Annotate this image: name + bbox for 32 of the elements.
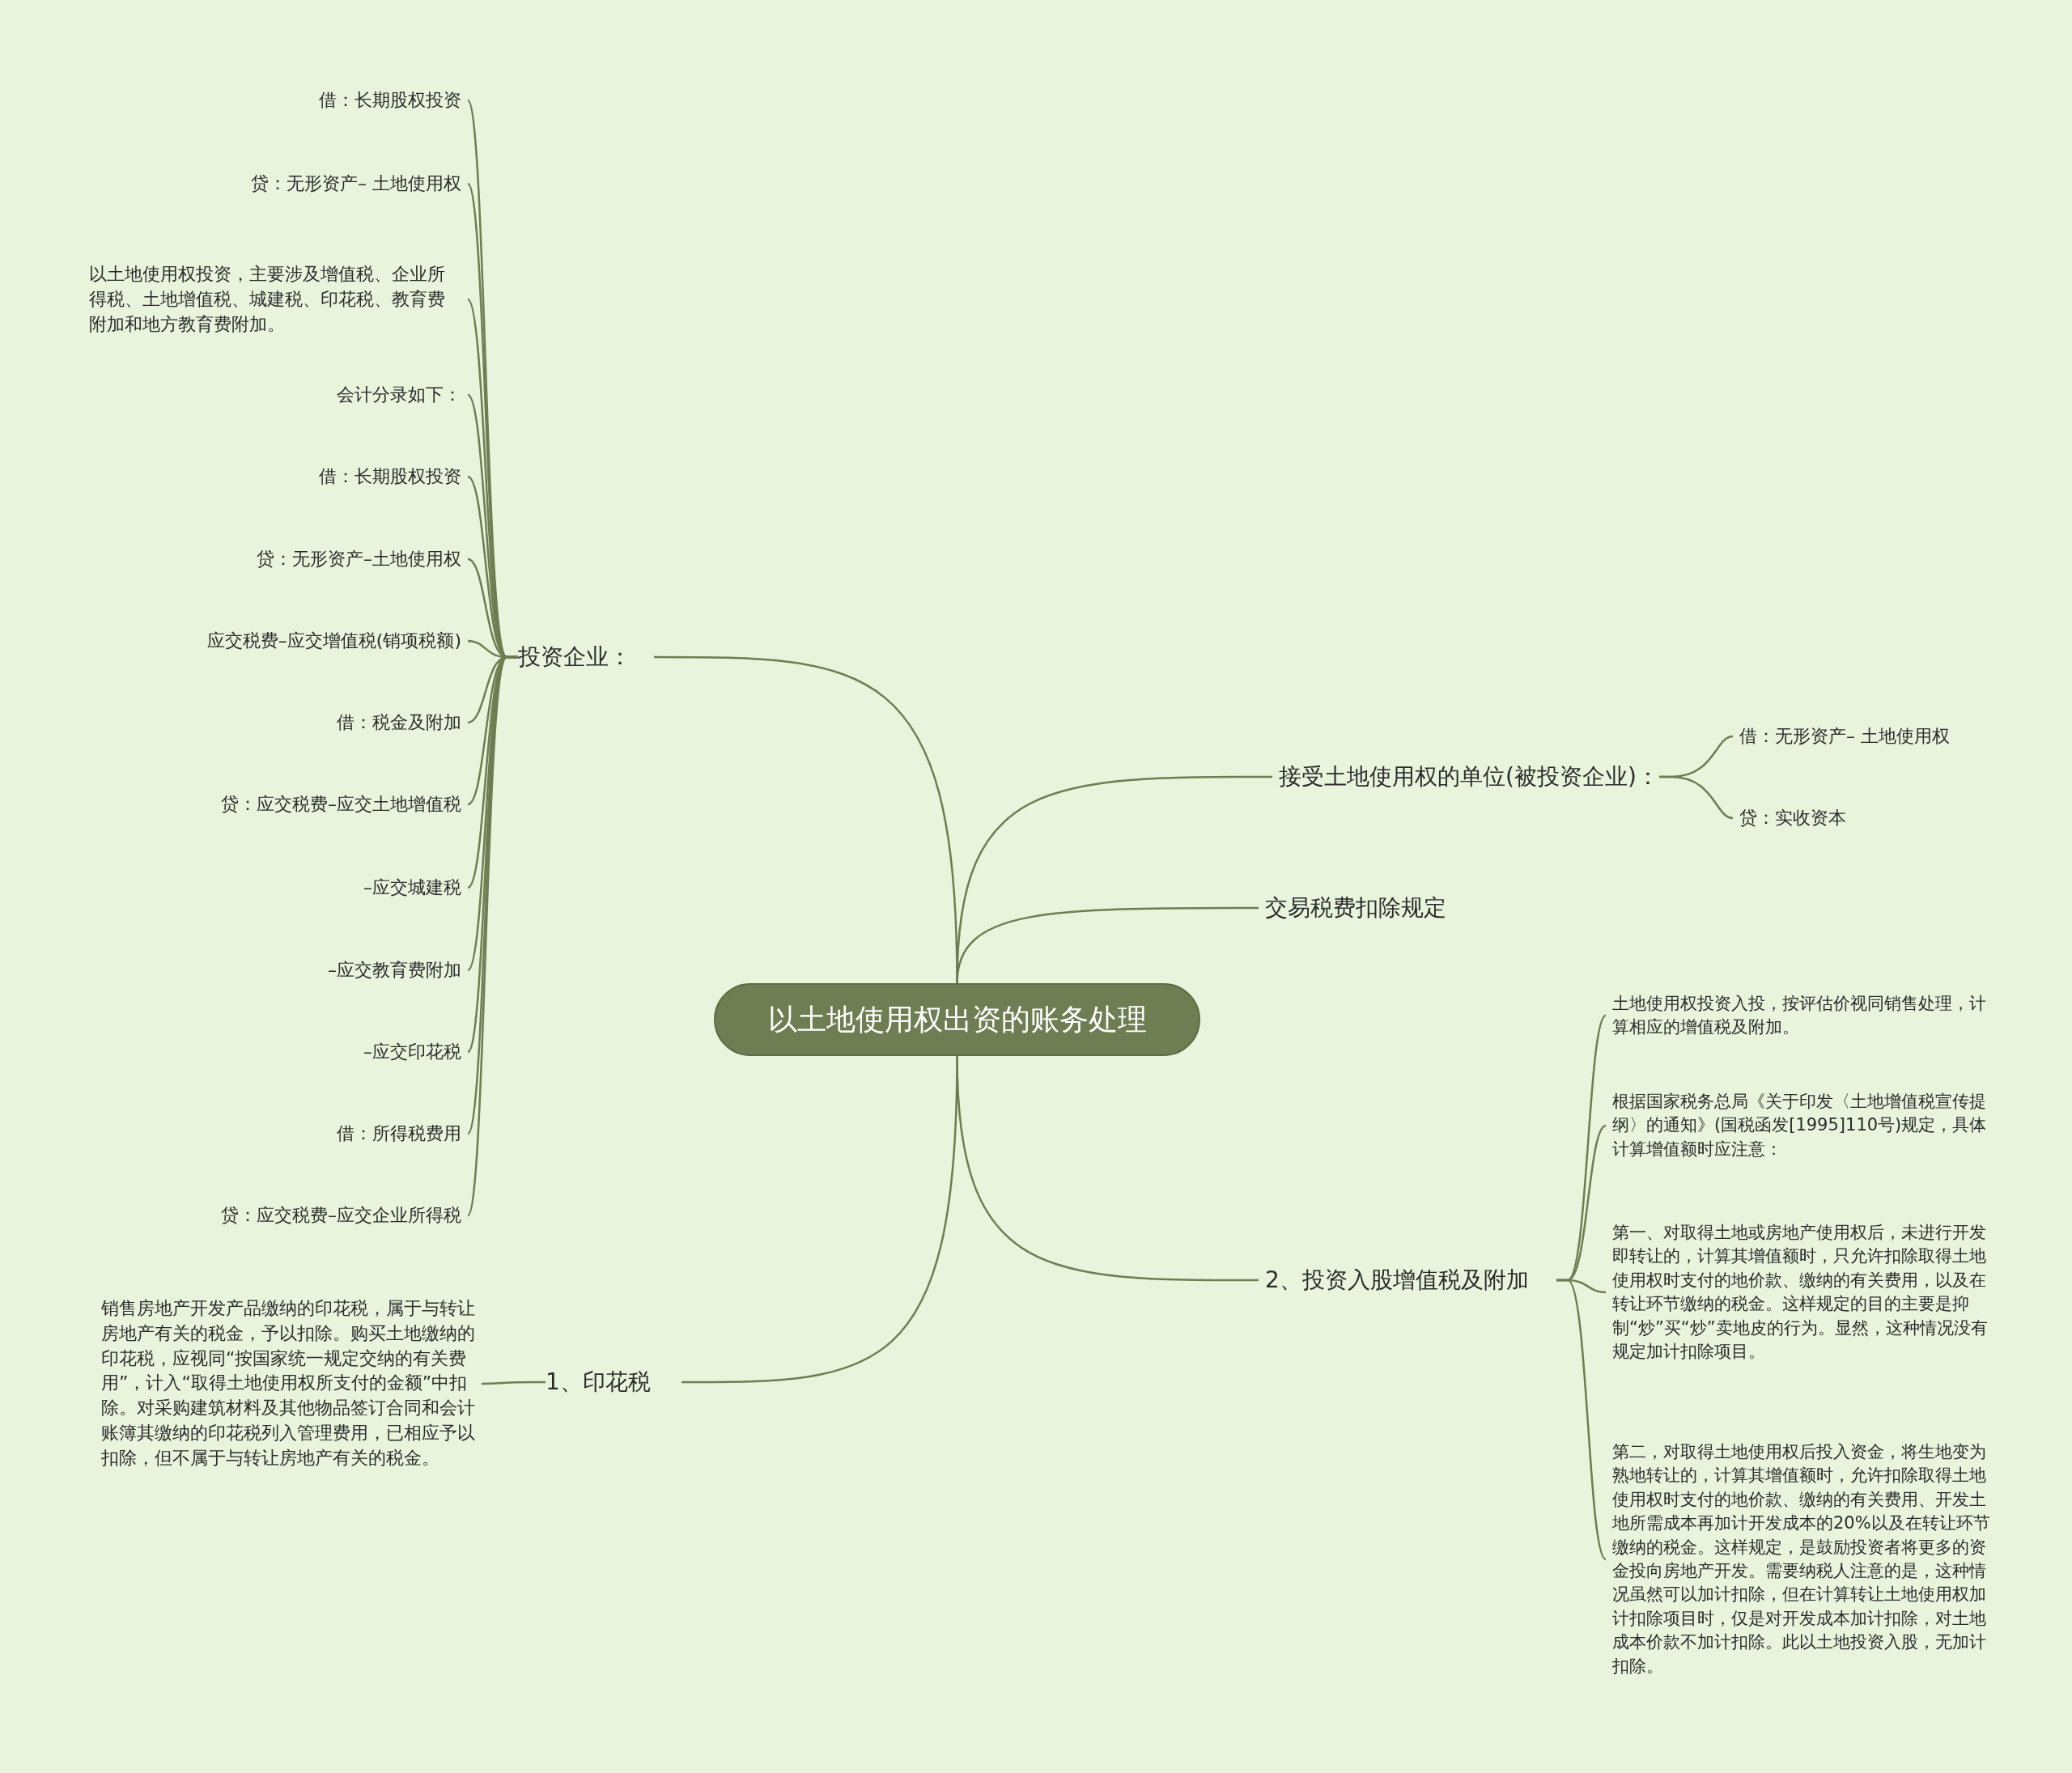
topic-text: 贷：实收资本 <box>1739 805 2015 831</box>
note-text: 根据国家税务总局《关于印发〈土地增值税宣传提纲〉的通知》(国税函发[1995]110号)规定，具体计算增值额时应注意： <box>1612 1089 1993 1162</box>
topic-text: 投资企业： <box>518 641 648 673</box>
topic-text: 借：税金及附加 <box>121 710 461 736</box>
topic-text: 2、投资入股增值税及附加 <box>1265 1264 1556 1296</box>
topic-text: 贷：无形资产– 土地使用权 <box>121 171 461 197</box>
note-text: 第二，对取得土地使用权后投入资金，将生地变为熟地转让的，计算其增值额时，允许扣除取得土地使用权时支付的地价款、缴纳的有关费用、开发土地所需成本再加计开发成本的20%以及在转让环节缴纳的税金。这样规定，是鼓励投资者将更多的资金投向房地产开发。需要纳税人注意的是，这种情况虽然可以加计扣除，但在计算转让土地使用权加计扣除项目时，仅是对开发成本加计扣除，对土地成本价款不加计扣除。此以土地投资入股，无加计扣除。 <box>1612 1440 1993 1678</box>
topic-text: 借：无形资产– 土地使用权 <box>1739 723 2015 749</box>
topic-text: 交易税费扣除规定 <box>1265 892 1524 924</box>
topic-text: 借：长期股权投资 <box>121 464 461 490</box>
topic-text: 1、印花税 <box>546 1366 675 1398</box>
topic-text: 贷：无形资产–土地使用权 <box>121 546 461 572</box>
connector-line <box>956 906 1259 984</box>
connector-line <box>1659 775 1734 820</box>
connector-line <box>681 1055 958 1384</box>
topic-text: 贷：应交税费–应交土地增值税 <box>121 791 461 817</box>
topic-text: 贷：应交税费–应交企业所得税 <box>121 1203 461 1228</box>
note-text: 以土地使用权投资，主要涉及增值税、企业所得税、土地增值税、城建税、印花税、教育费附加和地方教育费附加。 <box>89 261 461 337</box>
topic-text: 借：所得税费用 <box>121 1121 461 1147</box>
central-topic: 以土地使用权出资的账务处理 <box>714 983 1200 1056</box>
topic-text: –应交印花税 <box>121 1039 461 1065</box>
connector-line <box>1556 1279 1607 1560</box>
topic-text: 土地使用权投资入投，按评估价视同销售处理，计算相应的增值税及附加。 <box>1612 991 1993 1040</box>
note-text: 销售房地产开发产品缴纳的印花税，属于与转让房地产有关的税金，予以扣除。购买土地缴纳的印花税，应视同“按国家统一规定交纳的有关费用”，计入“取得土地使用权所支付的金额”中扣除。对采购建筑材料及其他物品签订合同和会计账簿其缴纳的印花税列入管理费用，已相应予以扣除，但不属于与转让房地产有关的税金。 <box>101 1296 475 1471</box>
topic-text: 应交税费–应交增值税(销项税额) <box>121 628 461 654</box>
topic-text: 会计分录如下： <box>121 382 461 408</box>
topic-text: –应交教育费附加 <box>121 957 461 983</box>
connector-line <box>482 1381 546 1385</box>
note-text: 第一、对取得土地或房地产使用权后，未进行开发即转让的，计算其增值额时，只允许扣除取得土地使用权时支付的地价款、缴纳的有关费用，以及在转让环节缴纳的税金。这样规定的目的主要是抑制“炒”买“炒”卖地皮的行为。显然，这种情况没有规定加计扣除项目。 <box>1612 1220 1993 1364</box>
topic-text: 接受土地使用权的单位(被投资企业)： <box>1279 761 1659 793</box>
topic-text: –应交城建税 <box>121 875 461 901</box>
topic-text: 借：长期股权投资 <box>121 87 461 113</box>
